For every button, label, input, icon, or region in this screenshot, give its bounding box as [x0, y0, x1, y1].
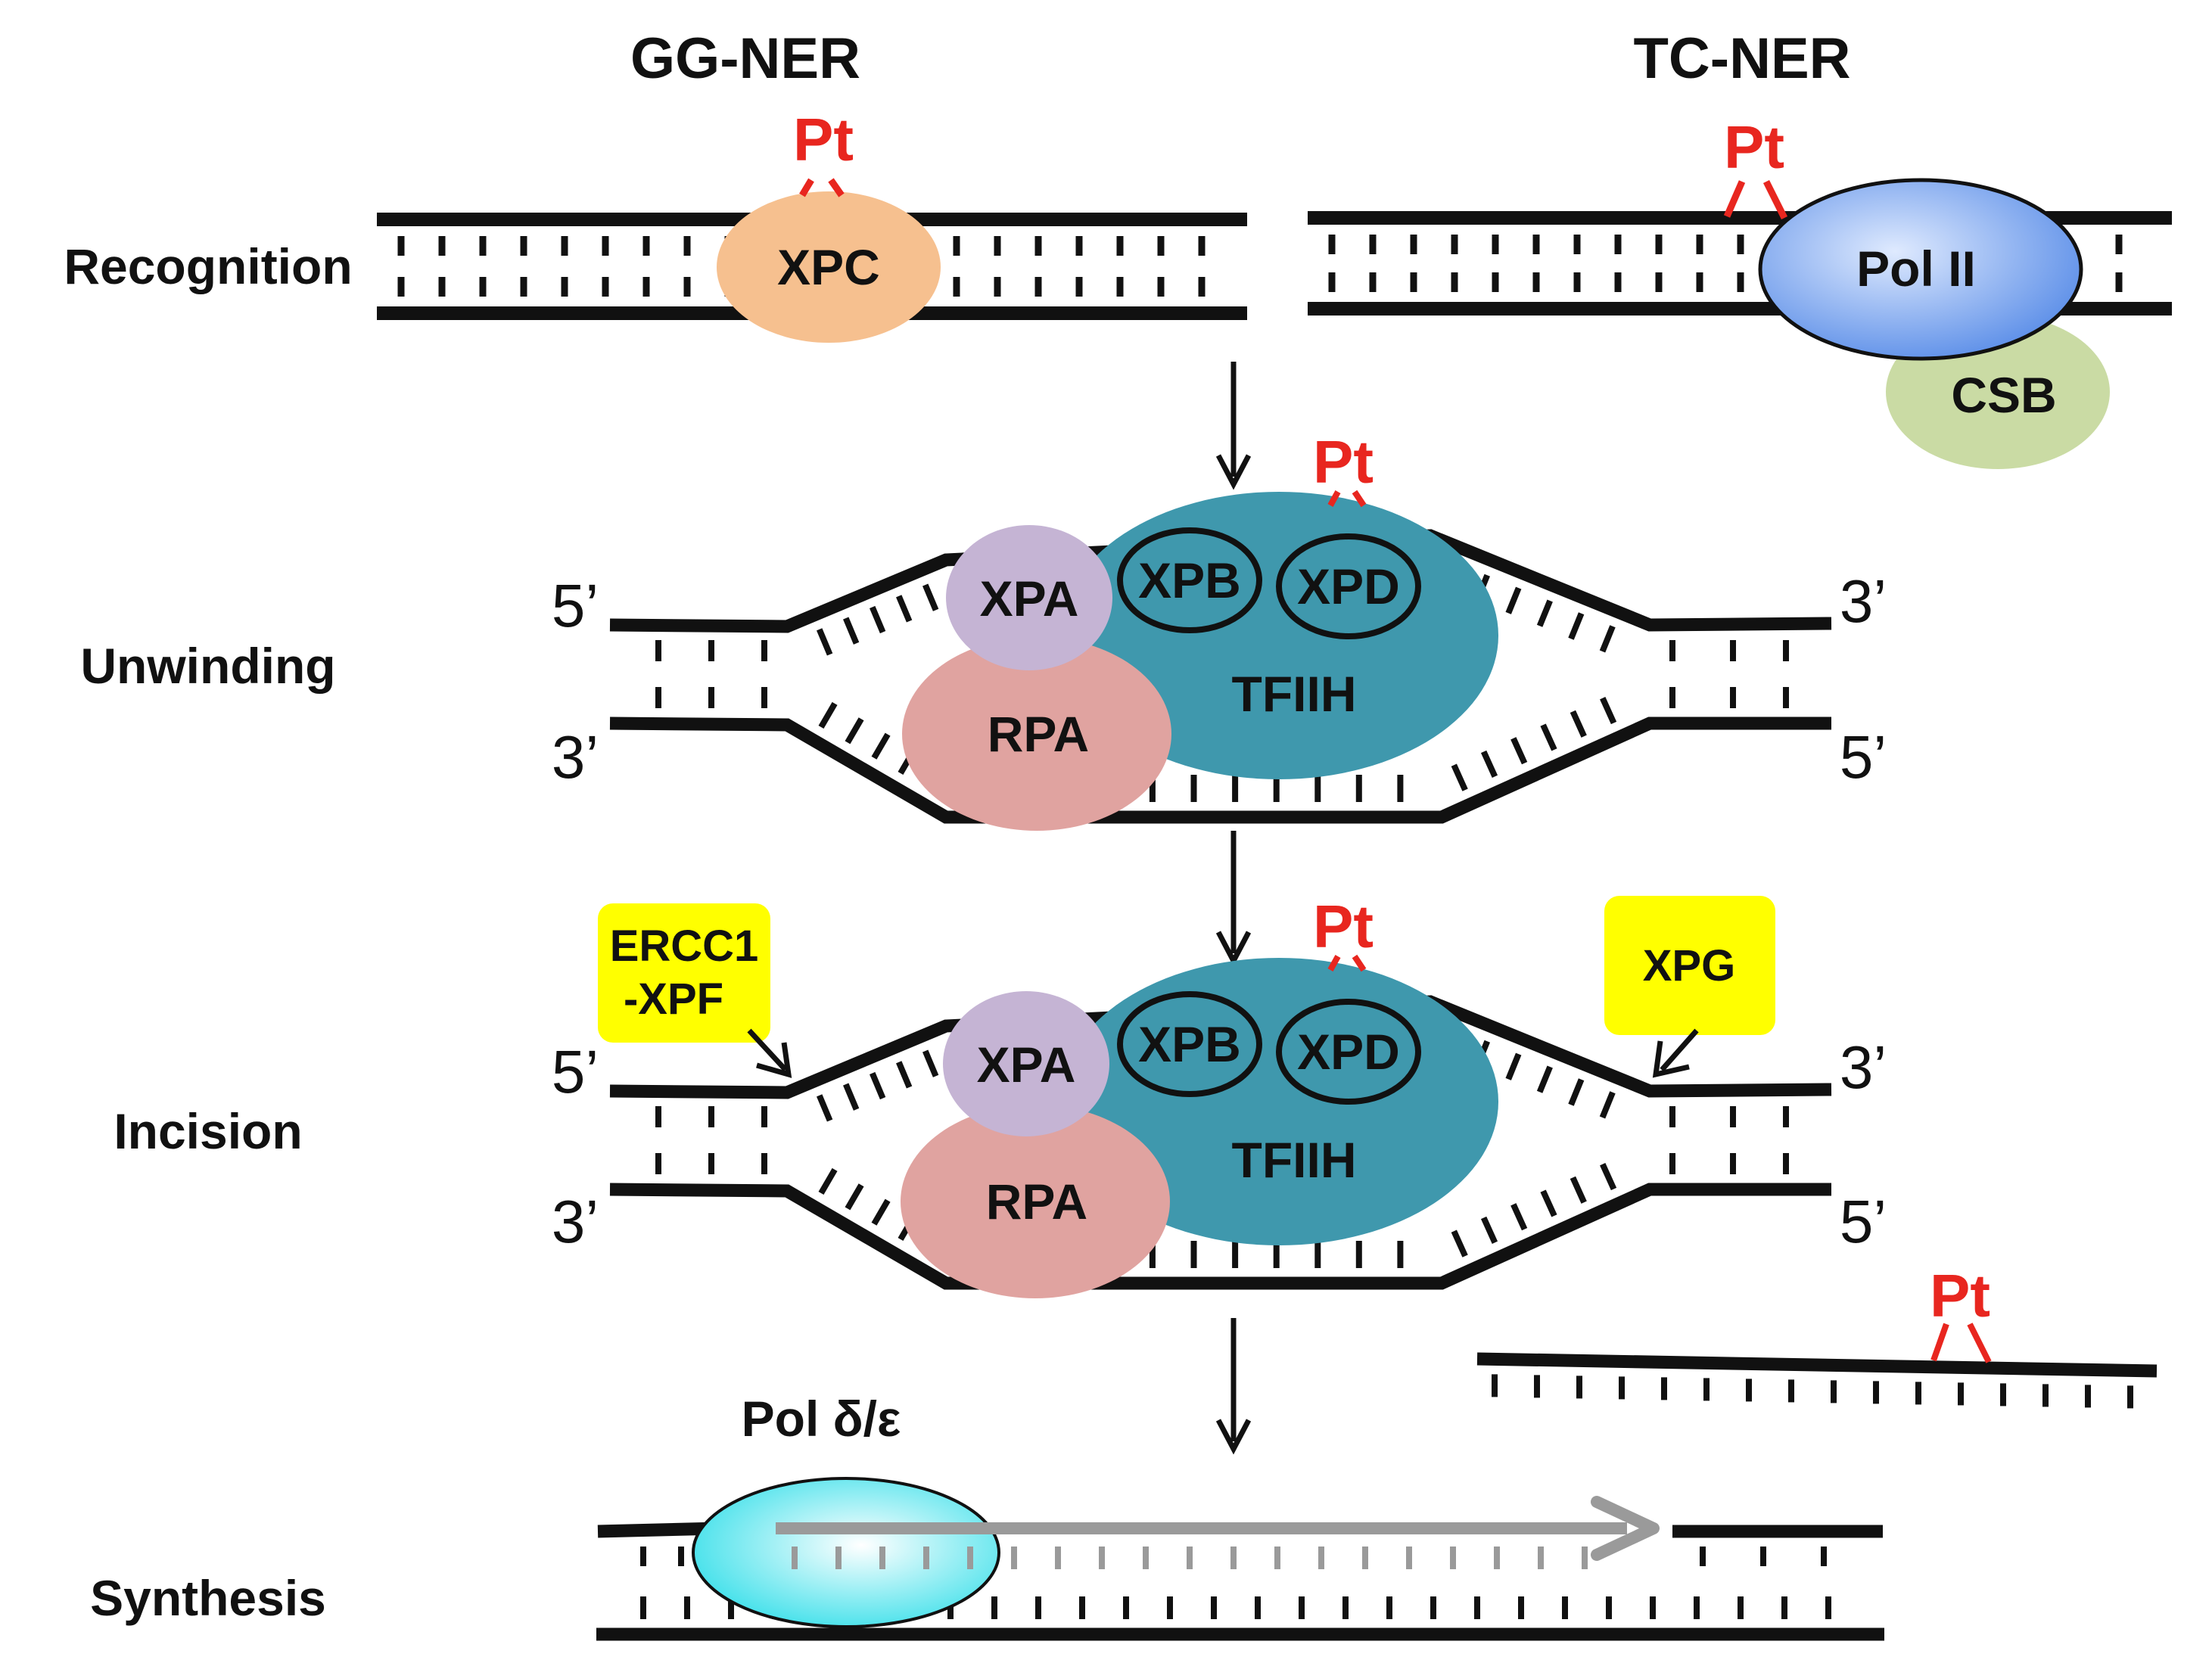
tc-ner-header: TC-NER [1633, 26, 1850, 91]
arrow-recognition-to-unwinding [1215, 362, 1252, 490]
stage-unwinding-label: Unwinding [80, 638, 335, 694]
csb-label: CSB [1951, 367, 2056, 423]
xpb-label: XPB [1138, 1016, 1241, 1072]
tfiih-complex-unwinding: TFIIH XPB XPD [1059, 492, 1498, 779]
xpg-enzyme: XPG [1604, 896, 1775, 1078]
five-prime-end: 5’ [552, 1038, 599, 1105]
xpd-label: XPD [1297, 1024, 1400, 1080]
pt-lesion-unwinding: Pt [1313, 428, 1374, 508]
rpa-label: RPA [986, 1174, 1087, 1229]
three-prime-end: 3’ [552, 1188, 599, 1255]
xpa-protein-unwinding: XPA [946, 525, 1112, 670]
stage-synthesis-label: Synthesis [90, 1570, 326, 1626]
ercc1-xpf-label: ERCC1 [610, 922, 759, 971]
xpa-protein-incision: XPA [943, 991, 1109, 1136]
rpa-protein-unwinding: RPA [902, 637, 1171, 831]
five-prime-end: 5’ [1840, 723, 1887, 791]
ercc1-xpf-enzyme: ERCC1 -XPF [598, 903, 792, 1078]
five-prime-end: 5’ [552, 572, 599, 639]
xpd-subunit [1276, 533, 1421, 639]
pol-delta-epsilon-label: Pol δ/ε [742, 1391, 901, 1447]
three-prime-end: 3’ [1840, 1034, 1887, 1101]
stage-recognition-label: Recognition [64, 238, 352, 294]
pol-ii-protein: Pol II [1758, 178, 2083, 361]
pt-lesion-tc: Pt [1723, 113, 1788, 220]
xpb-subunit [1117, 991, 1262, 1097]
pol-delta-epsilon-protein [692, 1477, 1000, 1628]
rpa-protein-incision: RPA [901, 1105, 1170, 1298]
five-prime-end: 5’ [1840, 1188, 1887, 1255]
three-prime-end: 3’ [1840, 567, 1887, 635]
xpd-subunit [1276, 999, 1421, 1105]
pt-lesion-gg: Pt [793, 106, 854, 197]
xpa-label: XPA [980, 570, 1079, 626]
pt-label-tc: Pt [1724, 113, 1784, 181]
arrow-unwinding-to-incision [1215, 831, 1252, 967]
gg-ner-header: GG-NER [630, 26, 860, 91]
xpc-label: XPC [777, 239, 880, 295]
excised-oligonucleotide [1476, 1352, 2158, 1409]
pt-label-gg: Pt [793, 106, 854, 173]
pt-label-unwinding: Pt [1313, 428, 1374, 496]
stage-incision-label: Incision [114, 1103, 302, 1159]
three-prime-end: 3’ [552, 723, 599, 791]
newly-synthesized-strand [776, 1496, 1660, 1569]
xpd-label: XPD [1297, 558, 1400, 614]
xpg-label: XPG [1643, 941, 1736, 990]
xpc-protein: XPC [717, 191, 941, 343]
tfiih-label: TFIIH [1232, 666, 1357, 722]
pt-label-incision: Pt [1313, 893, 1374, 960]
pt-label-excised: Pt [1930, 1262, 1990, 1329]
xpb-label: XPB [1138, 552, 1241, 608]
pt-lesion-excised: Pt [1930, 1262, 1992, 1363]
arrow-incision-to-synthesis [1215, 1318, 1252, 1455]
tfiih-complex-incision: TFIIH XPB XPD [1059, 958, 1498, 1245]
pol-ii-label: Pol II [1856, 241, 1976, 297]
tfiih-label: TFIIH [1232, 1132, 1357, 1188]
xpa-label: XPA [977, 1037, 1076, 1093]
ercc1-xpf-label: -XPF [624, 975, 723, 1024]
rpa-label: RPA [988, 706, 1089, 762]
xpb-subunit [1117, 527, 1262, 633]
pt-lesion-incision: Pt [1313, 893, 1374, 972]
